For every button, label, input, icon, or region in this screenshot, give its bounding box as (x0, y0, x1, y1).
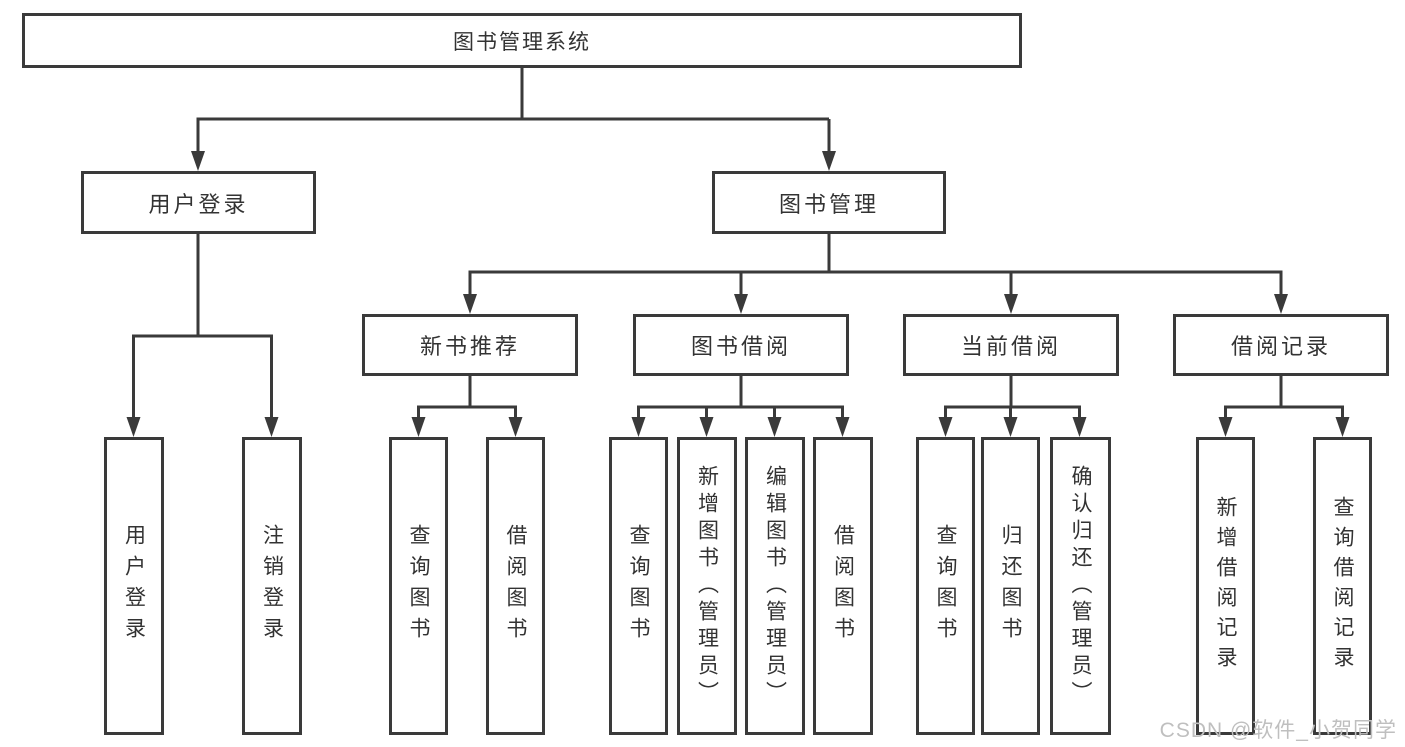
node-label: 当前借阅 (960, 334, 1061, 359)
node-label: 借阅图书 (504, 524, 527, 648)
csdn-watermark: CSDN @软件_小贺同学 (1159, 719, 1397, 742)
node-book-borrowing: 图书借阅 (633, 314, 849, 376)
node-label: 新增借阅记录 (1214, 496, 1237, 676)
leaf-query-books-borrowing: 查询图书 (609, 437, 668, 735)
connector-current-borrowing-to-leaves (944, 376, 1081, 419)
node-current-borrowing: 当前借阅 (903, 314, 1119, 376)
arrowheads-level3 (463, 294, 1288, 314)
node-label: 归还图书 (999, 524, 1022, 648)
node-label: 图书管理系统 (453, 30, 591, 54)
arrowheads-user-login-leaves (126, 417, 279, 437)
node-label: 新增图书（管理员） (695, 464, 719, 708)
leaf-borrow-books-recommend: 借阅图书 (486, 437, 545, 735)
connector-new-book-to-leaves (417, 376, 517, 419)
node-label: 查询图书 (407, 524, 430, 648)
arrowheads-new-book-leaves (411, 417, 523, 437)
connector-book-borrowing-to-leaves (637, 376, 844, 419)
arrowheads-book-borrowing-leaves (631, 417, 850, 437)
node-user-login: 用户登录 (81, 171, 316, 234)
leaf-add-books-admin: 新增图书（管理员） (677, 437, 737, 735)
node-label: 查询借阅记录 (1331, 496, 1354, 676)
node-label: 图书借阅 (690, 334, 791, 359)
leaf-user-login: 用户登录 (104, 437, 164, 735)
leaf-query-borrowing-record: 查询借阅记录 (1313, 437, 1372, 735)
node-book-management: 图书管理 (712, 171, 946, 234)
node-label: 查询图书 (934, 524, 957, 648)
node-label: 查询图书 (627, 524, 650, 648)
node-label: 确认归还（管理员） (1069, 464, 1092, 708)
node-borrowing-records: 借阅记录 (1173, 314, 1389, 376)
node-book-management-system: 图书管理系统 (22, 13, 1022, 68)
node-label: 图书管理 (778, 191, 879, 217)
leaf-query-books-current: 查询图书 (916, 437, 975, 735)
leaf-edit-books-admin: 编辑图书（管理员） (745, 437, 805, 735)
node-label: 用户登录 (122, 524, 146, 648)
node-new-book-recommendation: 新书推荐 (362, 314, 578, 376)
node-label: 借阅图书 (831, 524, 855, 648)
node-label: 新书推荐 (419, 334, 520, 359)
node-label: 注销登录 (260, 524, 284, 648)
connector-borrowing-records-to-leaves (1224, 376, 1344, 419)
arrowheads-current-borrowing-leaves (938, 417, 1087, 437)
arrowheads-borrowing-records-leaves (1218, 417, 1350, 437)
connector-user-login-to-leaves (132, 234, 273, 419)
node-label: 编辑图书（管理员） (763, 464, 787, 708)
leaf-add-borrowing-record: 新增借阅记录 (1196, 437, 1255, 735)
node-label: 借阅记录 (1230, 334, 1331, 359)
connector-root-to-level2 (196, 68, 831, 153)
leaf-return-books: 归还图书 (981, 437, 1040, 735)
leaf-borrow-books: 借阅图书 (813, 437, 873, 735)
leaf-query-books-recommend: 查询图书 (389, 437, 448, 735)
leaf-logout: 注销登录 (242, 437, 302, 735)
arrowheads-level2 (191, 151, 836, 171)
connector-book-management-to-level3 (468, 234, 1283, 296)
node-label: 用户登录 (148, 191, 249, 217)
leaf-confirm-return-admin: 确认归还（管理员） (1050, 437, 1111, 735)
